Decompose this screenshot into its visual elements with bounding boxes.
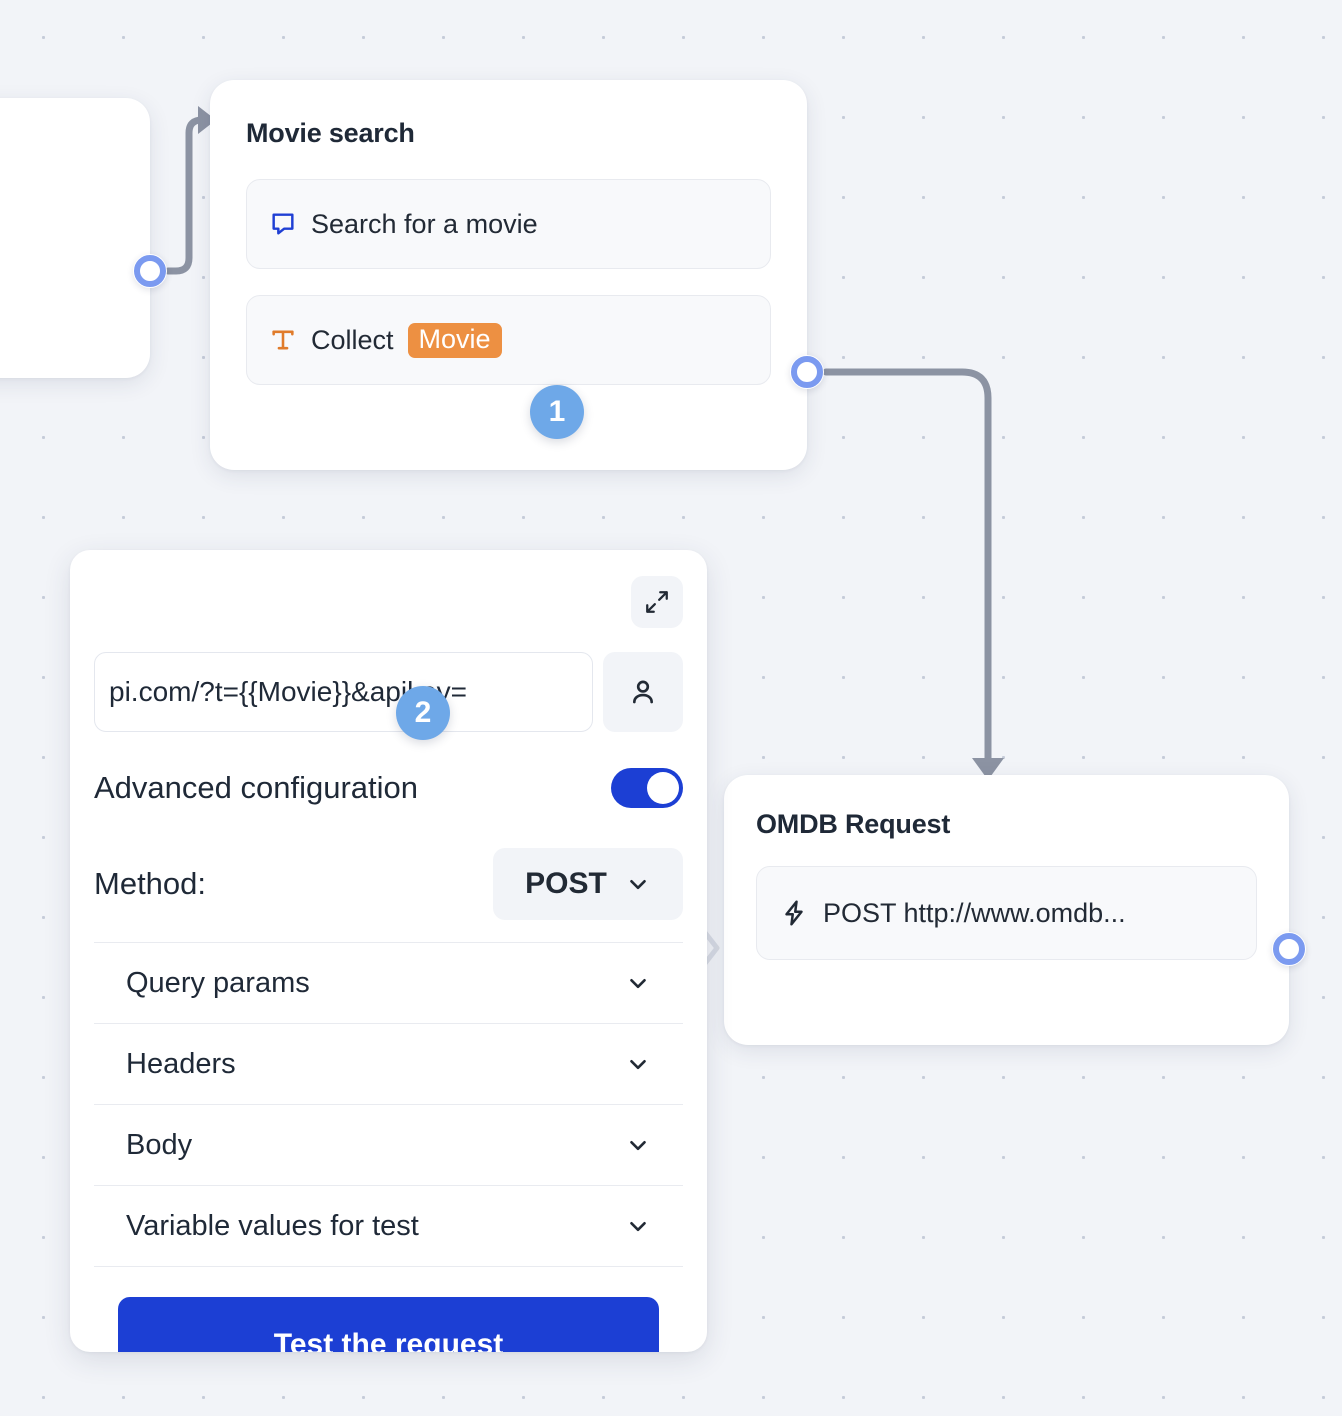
accordion-label: Variable values for test — [126, 1209, 419, 1242]
step-badge-1: 1 — [530, 385, 584, 439]
accordion-label: Query params — [126, 966, 310, 999]
node-row-label: Collect — [311, 324, 394, 355]
accordion-label: Body — [126, 1128, 193, 1161]
method-select[interactable]: POST — [493, 848, 683, 920]
node-row-search-for-a-movie[interactable]: Search for a movie — [246, 179, 771, 269]
node-omdb-request[interactable]: OMDB Request POST http://www.omdb... — [724, 775, 1289, 1045]
expand-arrows-icon — [644, 589, 670, 615]
accordion-query-params[interactable]: Query params — [94, 943, 683, 1024]
node-movie-search-title: Movie search — [246, 118, 415, 148]
accordion-headers[interactable]: Headers — [94, 1024, 683, 1105]
method-label: Method: — [94, 866, 207, 901]
node-movie-search[interactable]: Movie search Search for a movie Collect … — [210, 80, 807, 470]
url-variables-button[interactable] — [603, 652, 683, 732]
accordion-variable-values-for-test[interactable]: Variable values for test — [94, 1186, 683, 1267]
panel-topbar — [94, 576, 683, 628]
accordion-label: Headers — [126, 1047, 236, 1080]
person-icon — [627, 676, 659, 708]
advanced-configuration-toggle[interactable] — [611, 768, 683, 808]
node-row-label: Search for a movie — [311, 208, 538, 239]
node-row-post-request[interactable]: POST http://www.omdb... — [756, 866, 1257, 960]
variable-chip-movie[interactable]: Movie — [407, 322, 502, 358]
node-omdb-request-title: OMDB Request — [756, 809, 951, 839]
chevron-down-icon — [625, 970, 651, 996]
lightning-bolt-icon — [779, 898, 809, 928]
chevron-down-icon — [625, 1213, 651, 1239]
partial-node-left[interactable] — [0, 98, 150, 378]
port-movie-search-output[interactable] — [790, 355, 824, 389]
request-config-panel[interactable]: Advanced configuration Method: POST Quer… — [70, 550, 707, 1352]
chevron-down-icon — [625, 871, 651, 897]
test-the-request-button[interactable]: Test the request — [118, 1297, 659, 1352]
node-row-label: POST http://www.omdb... — [823, 897, 1126, 928]
method-row: Method: POST — [94, 848, 683, 943]
accordion-body[interactable]: Body — [94, 1105, 683, 1186]
method-value: POST — [525, 867, 607, 900]
message-bubble-icon — [269, 210, 297, 238]
port-left-node-output[interactable] — [133, 254, 167, 288]
advanced-configuration-row: Advanced configuration — [94, 768, 683, 808]
port-omdb-request-output[interactable] — [1272, 932, 1306, 966]
chevron-down-icon — [625, 1051, 651, 1077]
expand-panel-button[interactable] — [631, 576, 683, 628]
chevron-down-icon — [625, 1132, 651, 1158]
request-url-input[interactable] — [94, 652, 593, 732]
step-badge-2: 2 — [396, 686, 450, 740]
advanced-configuration-label: Advanced configuration — [94, 770, 419, 805]
url-row — [94, 652, 683, 732]
text-type-icon — [269, 326, 297, 354]
node-row-collect-movie[interactable]: Collect Movie — [246, 295, 771, 385]
